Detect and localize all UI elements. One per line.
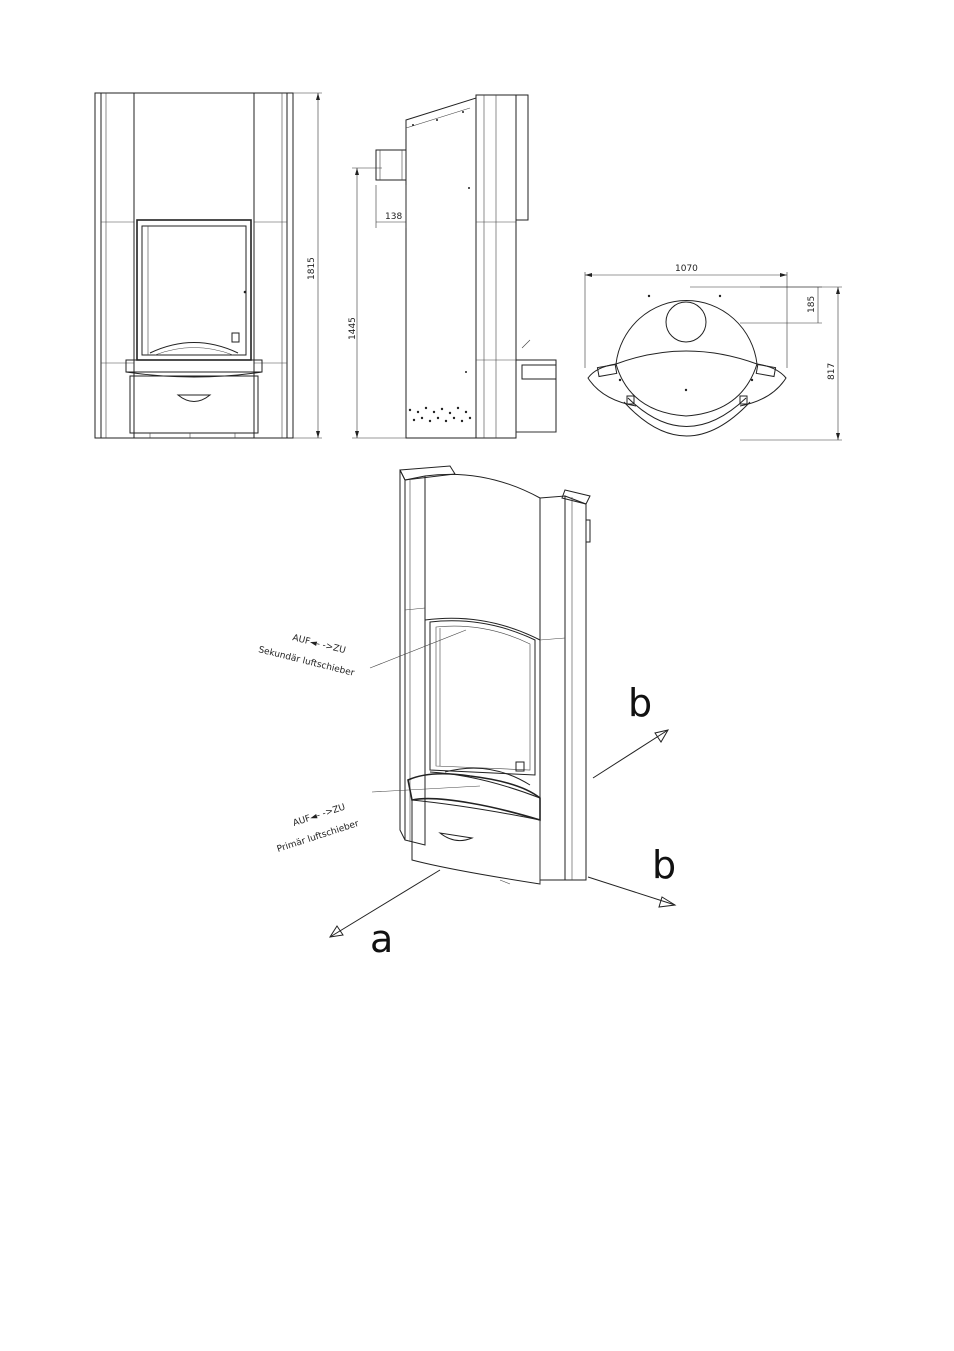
axis-b-upper-label: b <box>628 681 652 725</box>
primary-slider-leader <box>371 785 481 793</box>
axis-b-upper-arrow <box>592 729 669 779</box>
slider-labels: AUF◄- ->ZU Sekundär luftschieber AUF◄- -… <box>257 633 360 855</box>
side-view: 1445 138 <box>348 94 557 439</box>
front-height-dimension: 1815 <box>307 257 317 280</box>
perspective-view <box>328 465 677 938</box>
secondary-slider-leader <box>369 629 467 669</box>
axis-b-lower-label: b <box>652 843 676 887</box>
vent-holes <box>408 406 472 423</box>
top-view: 1070 185 817 <box>584 264 842 441</box>
secondary-direction-label: AUF◄- ->ZU <box>291 633 346 656</box>
axis-a-label: a <box>370 917 393 961</box>
top-width-dimension: 1070 <box>675 264 698 274</box>
side-height-dimension: 1445 <box>348 317 358 340</box>
side-offset-dimension: 138 <box>385 212 402 222</box>
front-view: 1815 <box>94 92 322 439</box>
top-offset-dimension: 185 <box>807 296 817 313</box>
primary-slider-label: Primär luftschieber <box>276 819 361 855</box>
axis-a-arrow <box>329 869 441 938</box>
top-depth-dimension: 817 <box>827 363 837 380</box>
